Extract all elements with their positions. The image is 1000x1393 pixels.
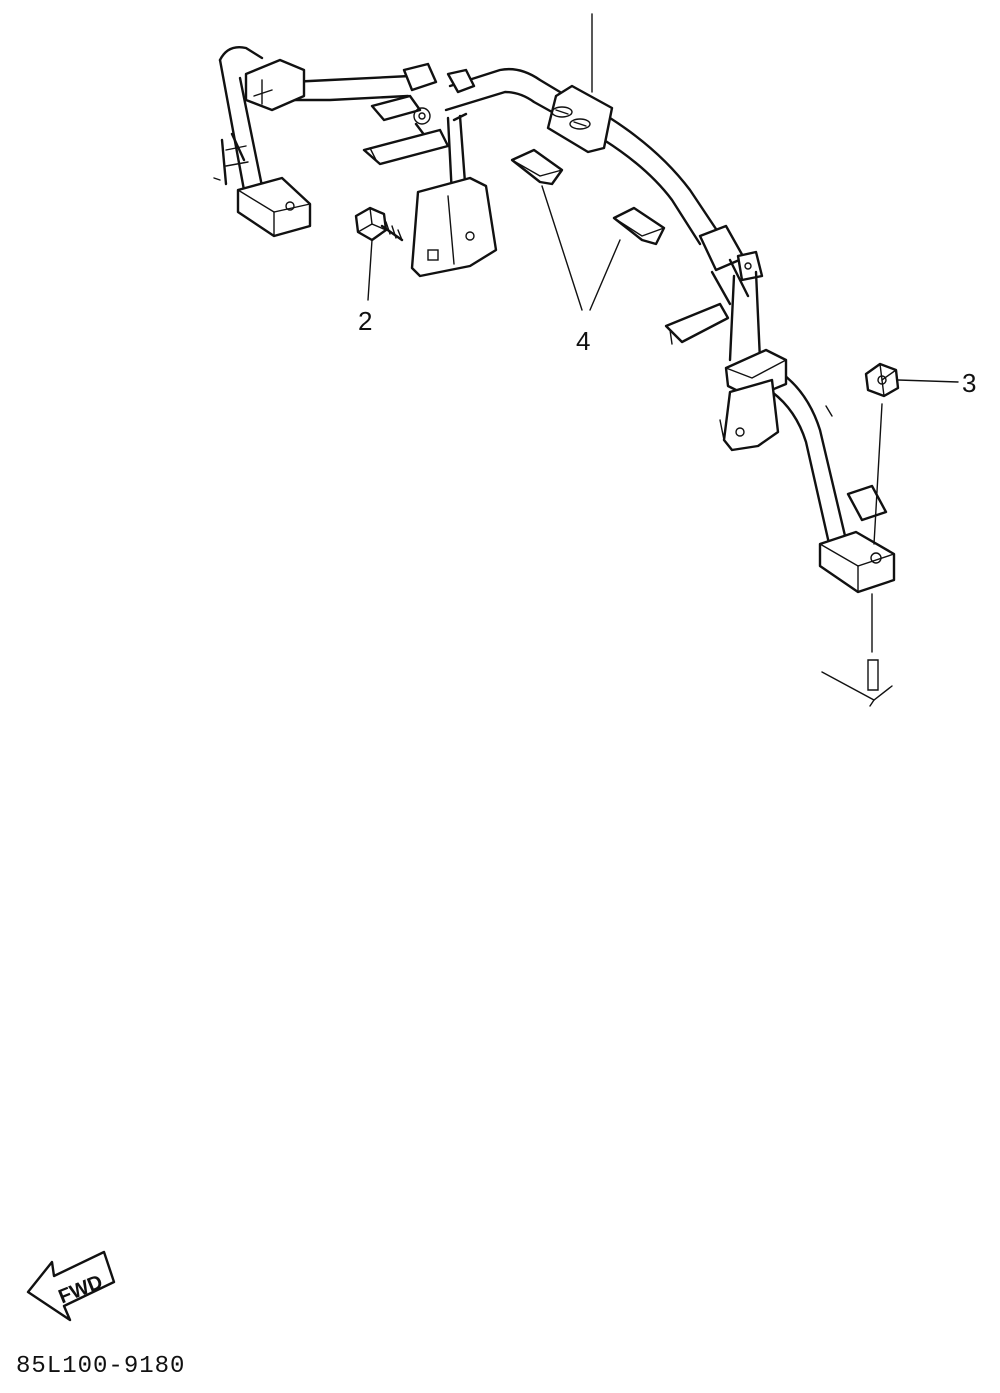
center-bracket [362,62,498,278]
rubber-pad-lower [612,206,666,246]
callout-3: 3 [962,368,976,398]
left-foot [236,176,312,238]
nut [864,362,900,398]
right-foot [818,530,896,594]
leader-lines [213,13,959,653]
rubber-sleeve [546,84,614,154]
rubber-pad-upper [510,148,564,186]
left-side-bracket [220,132,249,186]
callout-4: 4 [576,326,590,356]
left-top-clamp [244,58,306,112]
fwd-arrow-icon: FWD [26,1250,116,1322]
diagram-code: 85L100-9180 [16,1353,185,1380]
dowel-pin [821,659,893,707]
bolt [354,206,404,242]
callout-2: 2 [358,306,372,336]
frame-tube [218,46,848,550]
right-bracket [664,250,788,452]
